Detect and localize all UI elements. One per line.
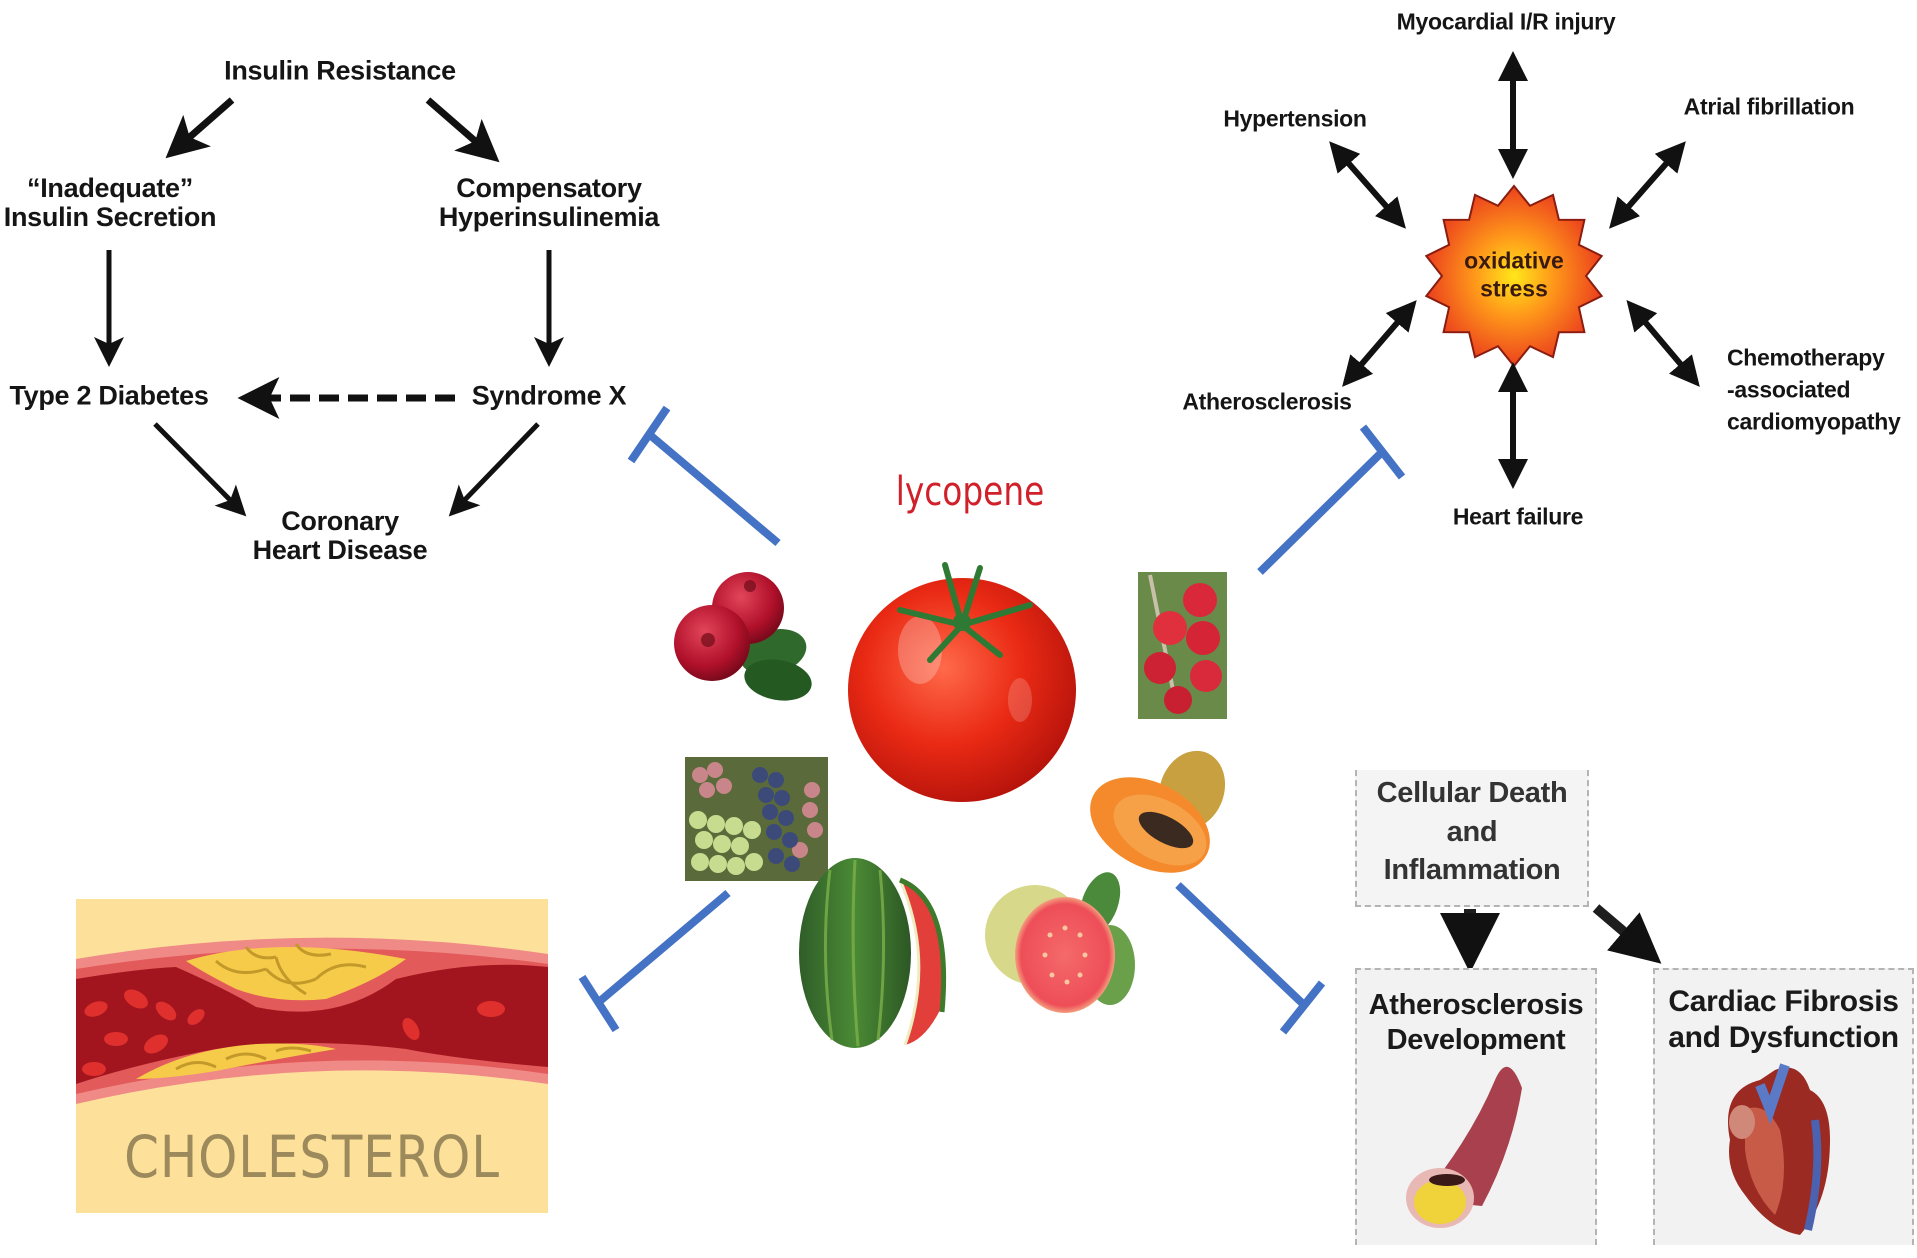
label-line: Chemotherapy — [1727, 344, 1885, 371]
cranberry-image — [674, 572, 812, 701]
label-insulin-resistance: Insulin Resistance — [224, 55, 456, 86]
lycopene-title: lycopene — [895, 469, 1045, 515]
label-coronary-heart-disease: Coronary Heart Disease — [252, 505, 428, 565]
cell-death-arrows — [1440, 904, 1662, 973]
arrow-cell-death-to-fibrosis — [1592, 904, 1662, 964]
atherosclerosis-development-box: Atherosclerosis Development — [1355, 968, 1597, 1245]
cardiac-fibrosis-box: Cardiac Fibrosis and Dysfunction — [1653, 968, 1914, 1245]
label-line: -associated — [1727, 376, 1851, 403]
cholesterol-label: CHOLESTEROL — [124, 1123, 500, 1191]
cardiac-fibrosis-title: Cardiac Fibrosis and Dysfunction — [1655, 984, 1912, 1056]
inhibition-cell-death — [1175, 882, 1326, 1035]
label-line: Inflammation — [1383, 854, 1561, 887]
tomato-image — [848, 562, 1076, 802]
label-line: oxidative — [1464, 247, 1564, 274]
label-myocardial-ir-injury: Myocardial I/R injury — [1396, 8, 1616, 35]
arrow-ox-atrial — [1609, 141, 1686, 229]
label-syndrome-x: Syndrome X — [471, 380, 627, 411]
label-line: Cardiac Fibrosis — [1668, 985, 1899, 1018]
inhibition-insulin-cycle — [627, 405, 781, 547]
label-line: and — [1446, 815, 1498, 848]
inhibition-oxidative-stress — [1257, 424, 1406, 575]
watermelon-image — [799, 858, 947, 1048]
label-chemotherapy-cardiomyopathy: Chemotherapy -associated cardiomyopathy — [1727, 342, 1901, 439]
arrow-ox-chemo — [1626, 299, 1700, 387]
label-line: stress — [1480, 275, 1548, 301]
label-line: Development — [1386, 1023, 1566, 1056]
label-compensatory-hyperinsulinemia: Compensatory Hyperinsulinemia — [438, 172, 660, 232]
grapes-image — [685, 757, 828, 881]
guava-image — [985, 872, 1135, 1013]
label-heart-failure: Heart failure — [1452, 503, 1584, 530]
arrow-ox-hypertension — [1329, 141, 1406, 229]
acerola-image — [1138, 572, 1227, 719]
label-line: Hyperinsulinemia — [438, 202, 660, 232]
artery-plaque-illustration — [76, 937, 548, 1104]
label-oxidative-stress: oxidative stress — [1464, 247, 1564, 302]
label-line: Heart Disease — [252, 535, 428, 565]
label-hypertension: Hypertension — [1223, 105, 1367, 132]
label-line: Coronary — [281, 505, 399, 536]
arrow-ir-to-inadequate — [165, 97, 235, 159]
arrow-syndrome-to-chd — [448, 422, 540, 517]
insulin-cycle-arrows — [94, 97, 564, 517]
label-type2-diabetes: Type 2 Diabetes — [9, 380, 209, 411]
label-inadequate-insulin-secretion: “Inadequate” Insulin Secretion — [3, 172, 217, 232]
cellular-death-box: Cellular Death and Inflammation — [1355, 770, 1589, 907]
papaya-image — [1090, 750, 1226, 873]
arrow-ox-atherosclerosis — [1342, 300, 1417, 387]
label-atrial-fibrillation: Atrial fibrillation — [1683, 93, 1855, 120]
label-line: cardiomyopathy — [1727, 409, 1901, 436]
label-atherosclerosis: Atherosclerosis — [1182, 388, 1352, 415]
oxidative-arrows — [1329, 51, 1700, 489]
arrow-diabetes-to-chd — [153, 422, 247, 517]
atherosclerosis-development-title: Atherosclerosis Development — [1357, 988, 1595, 1058]
label-line: and Dysfunction — [1668, 1021, 1899, 1054]
label-line: Atherosclerosis — [1368, 989, 1584, 1021]
label-line: Insulin Secretion — [3, 202, 217, 232]
label-line: Cellular Death — [1376, 777, 1568, 809]
label-line: “Inadequate” — [27, 172, 193, 203]
inhibition-lines — [578, 405, 1406, 1035]
arrow-ir-to-compensatory — [425, 97, 500, 163]
inhibition-cholesterol — [578, 889, 731, 1033]
cholesterol-panel: CHOLESTEROL — [76, 899, 548, 1213]
label-line: Compensatory — [456, 172, 642, 203]
cellular-death-title: Cellular Death and Inflammation — [1357, 774, 1587, 890]
